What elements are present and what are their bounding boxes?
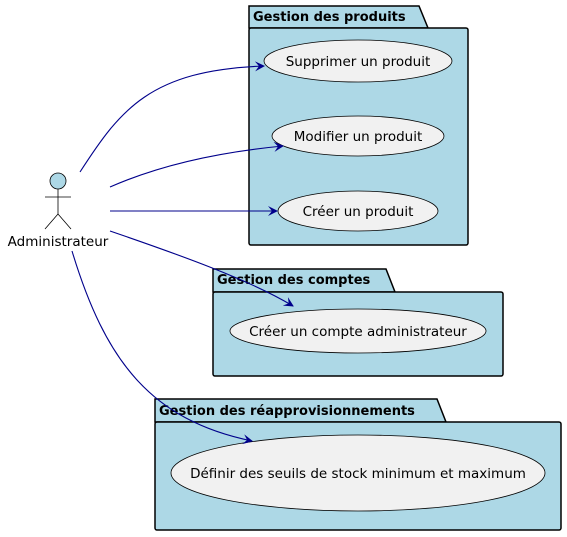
package-title: Gestion des produits	[253, 10, 406, 25]
package-gestion-des-comptes: Gestion des comptes Créer un compte admi…	[212, 268, 504, 377]
actor-leg-left	[44, 213, 59, 230]
usecase-supprimer-un-produit[interactable]: Supprimer un produit	[263, 39, 453, 83]
package-gestion-des-reapprovisionnements: Gestion des réapprovisionnements Définir…	[154, 398, 562, 531]
usecase-modifier-un-produit[interactable]: Modifier un produit	[271, 115, 445, 157]
association-definir-des-seuils	[71, 250, 253, 445]
package-title: Gestion des réapprovisionnements	[159, 404, 415, 419]
usecase-label: Créer un produit	[303, 204, 414, 220]
actor-label: Administrateur	[8, 234, 109, 250]
actor-administrateur[interactable]: Administrateur	[8, 172, 109, 250]
usecase-definir-des-seuils[interactable]: Définir des seuils de stock minimum et m…	[170, 434, 546, 512]
associations	[71, 61, 294, 445]
usecase-label: Supprimer un produit	[286, 54, 431, 70]
package-gestion-des-produits: Gestion des produits Supprimer un produi…	[248, 5, 469, 246]
actor-leg-right	[57, 213, 72, 230]
association-modifier-un-produit	[109, 141, 284, 188]
association-creer-un-compte	[109, 230, 294, 307]
usecase-creer-un-compte-administrateur[interactable]: Créer un compte administrateur	[229, 308, 487, 354]
usecase-label: Définir des seuils de stock minimum et m…	[190, 466, 526, 482]
actor-head	[49, 172, 67, 190]
usecase-creer-un-produit[interactable]: Créer un produit	[277, 190, 439, 232]
usecase-label: Créer un compte administrateur	[249, 324, 467, 340]
package-title: Gestion des comptes	[217, 273, 371, 288]
association-supprimer-un-produit	[79, 61, 265, 173]
usecase-label: Modifier un produit	[294, 129, 423, 145]
